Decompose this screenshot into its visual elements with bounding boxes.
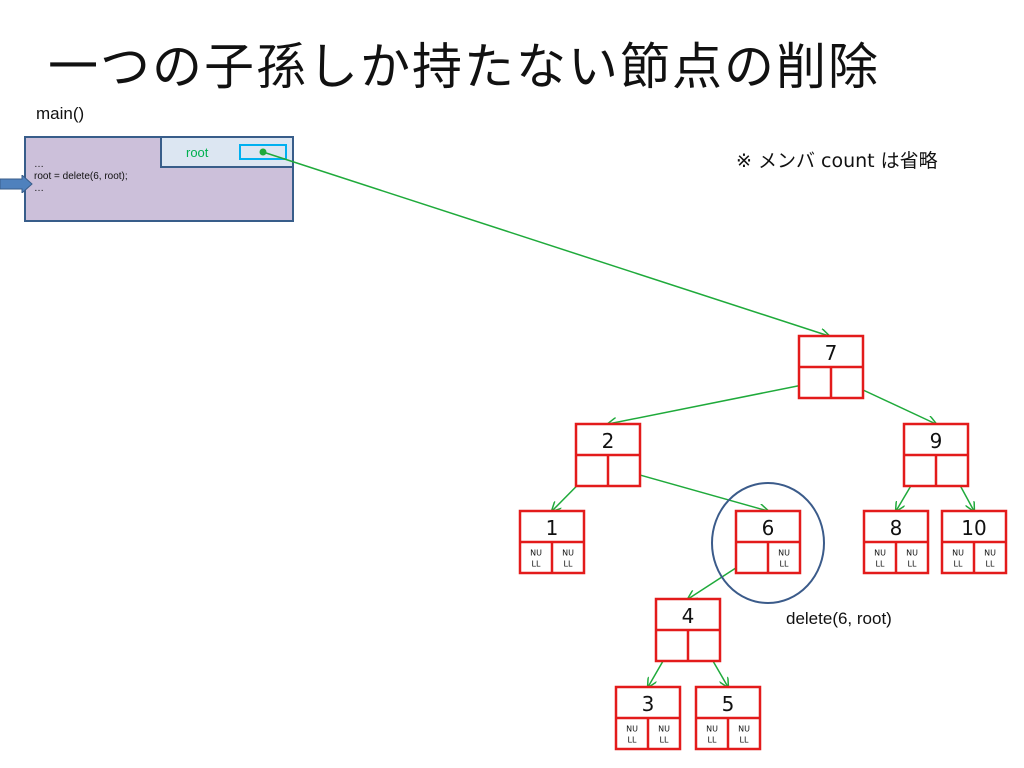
- delete-call-label: delete(6, root): [786, 609, 892, 628]
- null-label: LL: [660, 736, 669, 745]
- null-label: LL: [908, 560, 917, 569]
- node-key-label: 7: [825, 341, 838, 365]
- delete-target-highlight-circle: [711, 482, 825, 604]
- null-label: LL: [740, 736, 749, 745]
- slide-title: 一つの子孫しか持たない節点の削除: [48, 38, 880, 96]
- node-key-label: 4: [682, 604, 695, 628]
- node-key-label: 2: [602, 429, 615, 453]
- node-key-label: 8: [890, 516, 903, 540]
- tree-node-7: 7: [797, 334, 865, 400]
- tree-node-4: 4: [654, 597, 722, 663]
- null-label: LL: [532, 560, 541, 569]
- stack-frame-label: main(): [36, 104, 85, 123]
- null-label: NU: [984, 549, 996, 558]
- tree-node-9: 9: [902, 422, 970, 488]
- null-label: NU: [562, 549, 574, 558]
- code-block: … root = delete(6, root); …: [34, 159, 128, 195]
- node-key-label: 10: [961, 516, 986, 540]
- tree-node-2: 2: [574, 422, 642, 488]
- null-label: NU: [952, 549, 964, 558]
- node-key-label: 5: [722, 692, 735, 716]
- root-variable-label: root: [186, 145, 209, 160]
- null-label: LL: [564, 560, 573, 569]
- node-key-label: 1: [546, 516, 559, 540]
- code-line: root = delete(6, root);: [34, 171, 128, 182]
- root-variable-box: [160, 136, 294, 168]
- omitted-member-note: ※ メンバ count は省略: [736, 150, 938, 172]
- null-label: NU: [658, 725, 670, 734]
- root-pointer-arrow: [262, 151, 829, 336]
- null-label: NU: [874, 549, 886, 558]
- root-pointer-cell: [239, 144, 287, 160]
- null-label: LL: [780, 560, 789, 569]
- null-label: LL: [986, 560, 995, 569]
- null-label: LL: [876, 560, 885, 569]
- code-line: …: [34, 183, 44, 194]
- node-key-label: 6: [762, 516, 775, 540]
- null-label: NU: [626, 725, 638, 734]
- null-label: LL: [954, 560, 963, 569]
- child-pointer-arrow: [623, 469, 768, 512]
- null-label: LL: [708, 736, 717, 745]
- tree-node-6: 6NU LL: [734, 509, 802, 575]
- code-line: …: [34, 159, 44, 170]
- node-key-label: 3: [642, 692, 655, 716]
- null-label: LL: [628, 736, 637, 745]
- null-label: NU: [738, 725, 750, 734]
- child-pointer-arrow: [608, 381, 816, 425]
- current-line-arrow-icon: [0, 175, 33, 193]
- null-label: NU: [906, 549, 918, 558]
- null-label: NU: [778, 549, 790, 558]
- null-label: NU: [706, 725, 718, 734]
- null-label: NU: [530, 549, 542, 558]
- node-key-label: 9: [930, 429, 943, 453]
